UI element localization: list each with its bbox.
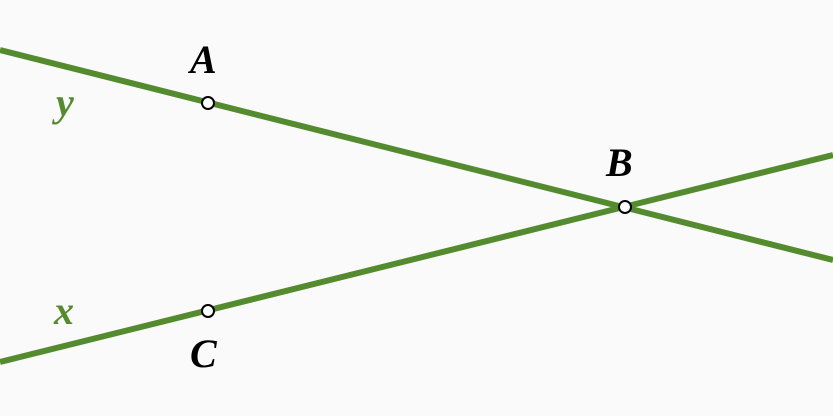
line-x-label: x bbox=[53, 288, 74, 333]
point-a-label: A bbox=[187, 37, 217, 82]
line-y-label: y bbox=[52, 80, 74, 125]
point-c bbox=[201, 304, 215, 318]
line-x bbox=[0, 152, 833, 365]
line-y bbox=[0, 47, 833, 263]
point-b bbox=[618, 200, 632, 214]
point-a bbox=[201, 96, 215, 110]
point-b-label: B bbox=[605, 140, 633, 185]
point-c-label: C bbox=[190, 331, 218, 376]
